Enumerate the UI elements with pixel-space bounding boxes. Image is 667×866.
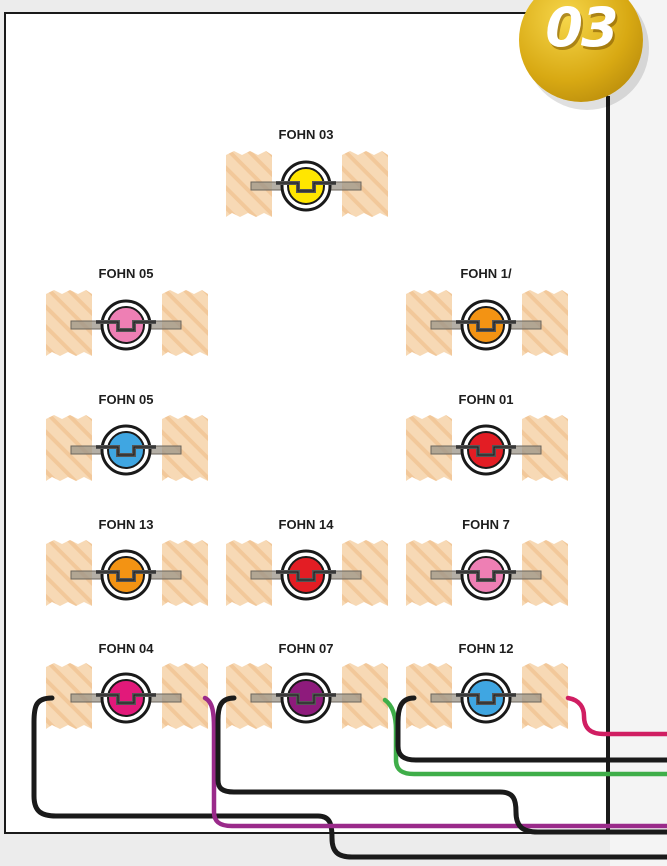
step-number-badge: 03 — [519, 0, 643, 102]
panel-right-border — [608, 96, 610, 834]
wire-black — [215, 695, 667, 835]
led-module — [406, 290, 568, 356]
led-module — [46, 415, 208, 481]
wire-magenta — [565, 695, 667, 737]
module-label: FOHN 7 — [462, 517, 510, 532]
led — [107, 679, 145, 717]
led — [287, 167, 325, 205]
led — [467, 306, 505, 344]
module-label: FOHN 07 — [278, 641, 334, 656]
led-module — [46, 290, 208, 356]
module-label: FOHN 04 — [98, 641, 154, 656]
led — [287, 679, 325, 717]
module-label: FOHN 13 — [98, 517, 154, 532]
wire-black — [395, 695, 667, 763]
led — [107, 431, 145, 469]
led — [467, 431, 505, 469]
led-module — [46, 663, 208, 729]
led-legs-outline — [96, 571, 156, 581]
wire-green — [382, 697, 667, 777]
led-legs-outline — [456, 694, 516, 704]
led-module — [406, 663, 568, 729]
margin-area — [610, 0, 667, 866]
led-legs-outline — [456, 571, 516, 581]
module-label: FOHN 1/ — [460, 266, 512, 281]
led-legs-outline — [276, 182, 336, 192]
module-label: FOHN 05 — [98, 266, 154, 281]
led — [287, 556, 325, 594]
step-number: 03 — [545, 0, 618, 59]
led-module — [46, 540, 208, 606]
led-module — [406, 415, 568, 481]
module-label: FOHN 05 — [98, 392, 154, 407]
led — [467, 679, 505, 717]
led-legs-outline — [96, 446, 156, 456]
led-legs-outline — [456, 321, 516, 331]
led-module — [226, 540, 388, 606]
wire-purple — [202, 695, 667, 829]
led-module — [406, 540, 568, 606]
led — [107, 556, 145, 594]
led — [467, 556, 505, 594]
led — [107, 306, 145, 344]
led-legs-outline — [456, 446, 516, 456]
led-legs-outline — [276, 694, 336, 704]
led-legs-outline — [96, 694, 156, 704]
led-legs-outline — [96, 321, 156, 331]
module-label: FOHN 03 — [278, 127, 334, 142]
module-label: FOHN 14 — [278, 517, 334, 532]
led-legs-outline — [276, 571, 336, 581]
module-label: FOHN 01 — [458, 392, 514, 407]
led-module — [226, 663, 388, 729]
module-label: FOHN 12 — [458, 641, 514, 656]
wiring — [31, 695, 667, 860]
led-module — [226, 151, 388, 217]
wire-black — [31, 695, 667, 860]
